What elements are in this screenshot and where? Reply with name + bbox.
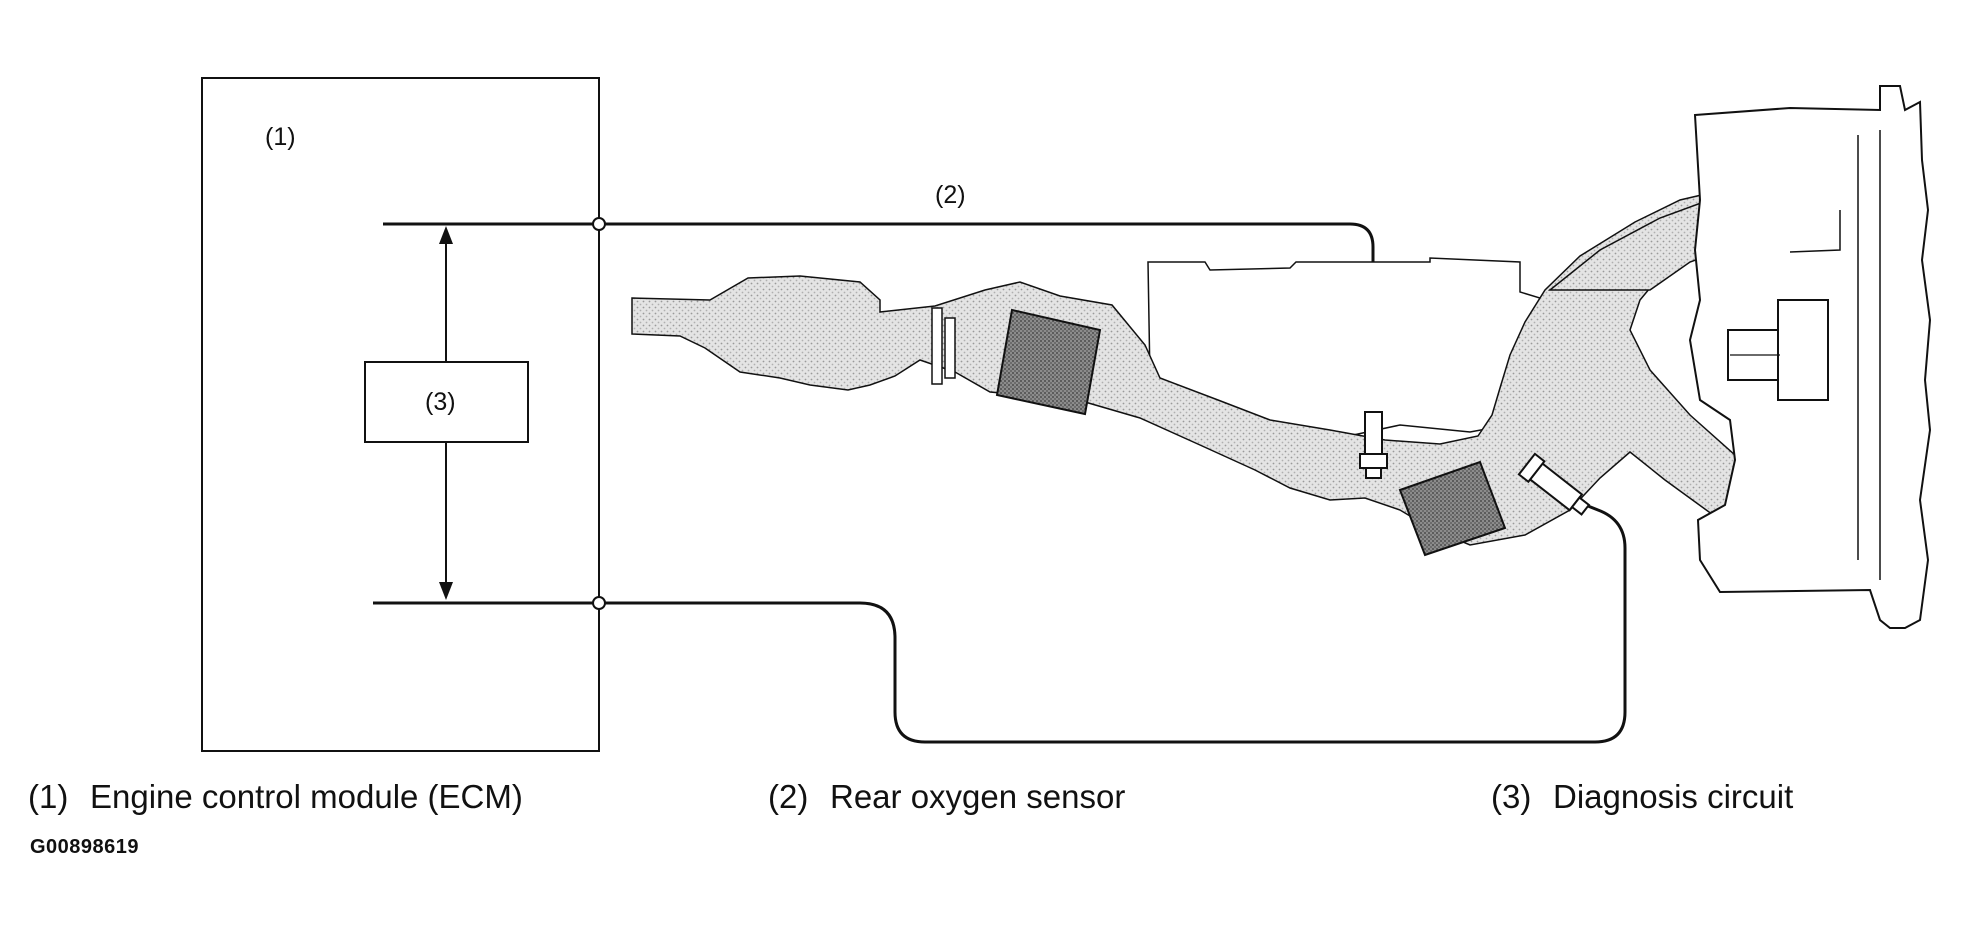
flange-mid [944, 317, 956, 379]
engine-inner-line [1789, 130, 1881, 580]
diagnosis-circuit: (3) [364, 222, 599, 605]
legend-text: Rear oxygen sensor [830, 778, 1126, 815]
flange-left [931, 307, 943, 385]
front-sensor-wire [605, 504, 1627, 744]
legend-number: (3) [1491, 778, 1532, 815]
rear-oxygen-sensor [1359, 411, 1388, 479]
legend-number: (2) [768, 778, 809, 815]
front-oxygen-sensor [1517, 452, 1591, 516]
legend-text: Diagnosis circuit [1553, 778, 1794, 815]
ecm-terminal-bottom [592, 596, 606, 610]
circuit-arrowhead-down [439, 582, 453, 600]
front-catalyst [995, 308, 1102, 416]
figure-code: G00898619 [30, 836, 140, 858]
ecm-terminal-top [592, 217, 606, 231]
circuit-arrowhead-up [439, 226, 453, 244]
legend-text: Engine control module (ECM) [90, 778, 523, 815]
legend-item-ecm: (1) Engine control module (ECM) [28, 772, 523, 822]
ecm-box-label: (1) [265, 123, 296, 151]
rear-catalyst [1398, 460, 1507, 557]
ecm-box [201, 77, 600, 752]
wire-label: (2) [935, 181, 966, 209]
legend-item-rear-oxygen-sensor: (2) Rear oxygen sensor [768, 772, 1125, 822]
ecm-module: (1) [201, 77, 600, 752]
legend-number: (1) [28, 778, 69, 815]
rear-sensor-wire [605, 222, 1375, 412]
engine-block [1688, 85, 1932, 629]
exhaust-system [631, 177, 1863, 559]
legend-item-diagnosis-circuit: (3) Diagnosis circuit [1491, 772, 1793, 822]
engine-hub [1777, 299, 1829, 401]
circuit-box-label: (3) [425, 388, 456, 416]
circuit-box [364, 361, 529, 443]
